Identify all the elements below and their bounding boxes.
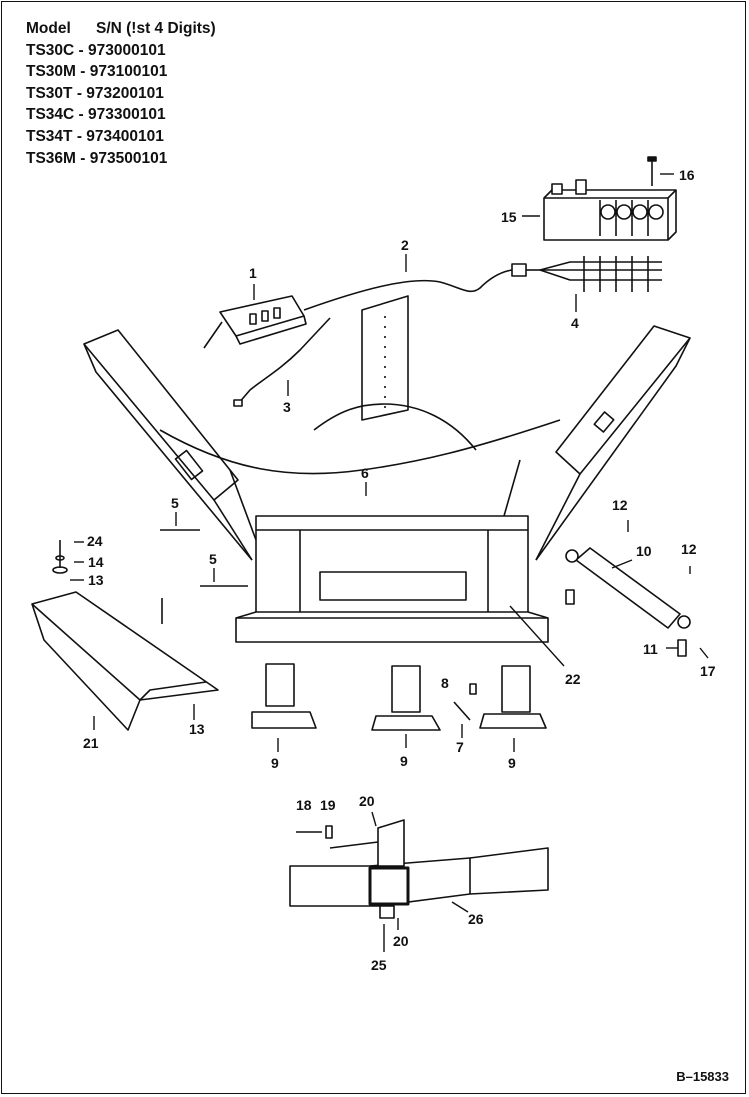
callout-12: 12	[612, 497, 628, 513]
washer-13	[52, 566, 68, 574]
callout-1: 1	[249, 265, 257, 281]
callout-24: 24	[87, 533, 103, 549]
callout-9: 9	[271, 755, 279, 771]
callout-2: 2	[401, 237, 409, 253]
callout-leaders	[70, 173, 709, 952]
model-row: TS30T - 973200101	[26, 84, 164, 102]
callout-20: 20	[393, 933, 409, 949]
callout-5: 5	[171, 495, 179, 511]
pin-11	[677, 639, 687, 657]
callout-17: 17	[700, 663, 716, 679]
right-arm	[535, 325, 691, 561]
callout-25: 25	[371, 957, 387, 973]
callout-19: 19	[320, 797, 336, 813]
cover-21	[31, 591, 219, 731]
callout-9: 9	[400, 753, 408, 769]
wiring-harness-2	[303, 269, 513, 311]
outrigger-foot-9c	[479, 665, 547, 729]
model-row: TS30M - 973100101	[26, 63, 168, 81]
sn-header: S/N (!st 4 Digits)	[96, 20, 216, 37]
outrigger-foot-9b	[371, 665, 441, 731]
callout-4: 4	[571, 315, 579, 331]
pin-11b	[565, 589, 575, 605]
control-switch-1	[203, 295, 307, 349]
main-frame-22	[235, 515, 549, 643]
washer-19	[325, 825, 333, 839]
clip-8	[469, 683, 477, 695]
left-arm	[83, 329, 253, 561]
callout-7: 7	[456, 739, 464, 755]
model-row: TS34T - 973400101	[26, 127, 164, 145]
model-serial-table: Model S/N (!st 4 Digits) TS30C - 9730001…	[26, 18, 216, 169]
callout-8: 8	[441, 675, 449, 691]
callout-9: 9	[508, 755, 516, 771]
center-mast	[361, 295, 409, 421]
callout-22: 22	[565, 671, 581, 687]
pin-7	[453, 701, 471, 721]
callout-6: 6	[361, 465, 369, 481]
bolt-16	[647, 156, 657, 186]
model-table-header: Model S/N (!st 4 Digits)	[26, 18, 216, 40]
model-row: TS30C - 973000101	[26, 41, 166, 59]
callout-15: 15	[501, 209, 517, 225]
callout-21: 21	[83, 735, 99, 751]
callout-13: 13	[88, 572, 104, 588]
callout-12: 12	[681, 541, 697, 557]
model-row: TS36M - 973500101	[26, 149, 168, 167]
callout-10: 10	[636, 543, 652, 559]
wire-lead-3	[237, 317, 331, 405]
callout-5: 5	[209, 551, 217, 567]
callout-20: 20	[359, 793, 375, 809]
lockwasher-14	[55, 555, 65, 561]
outrigger-foot-9a	[251, 663, 317, 729]
callout-13: 13	[189, 721, 205, 737]
callout-18: 18	[296, 797, 312, 813]
callout-numbers: 1 2 3 4 5 5 6 7 8 9 9 9 10 11 12 12 13 1…	[83, 167, 716, 973]
callout-26: 26	[468, 911, 484, 927]
model-row: TS34C - 973300101	[26, 106, 166, 124]
control-valve-15	[543, 179, 677, 241]
figure-reference: B–15833	[676, 1069, 729, 1084]
callout-16: 16	[679, 167, 695, 183]
callout-11: 11	[643, 641, 658, 657]
hydraulic-cylinder-10	[565, 547, 691, 629]
model-header: Model	[26, 20, 71, 37]
detail-inset	[289, 819, 549, 919]
spade-blade-edge	[159, 419, 561, 475]
callout-14: 14	[88, 554, 104, 570]
connector-pigtails-4	[539, 256, 662, 292]
callout-3: 3	[283, 399, 291, 415]
